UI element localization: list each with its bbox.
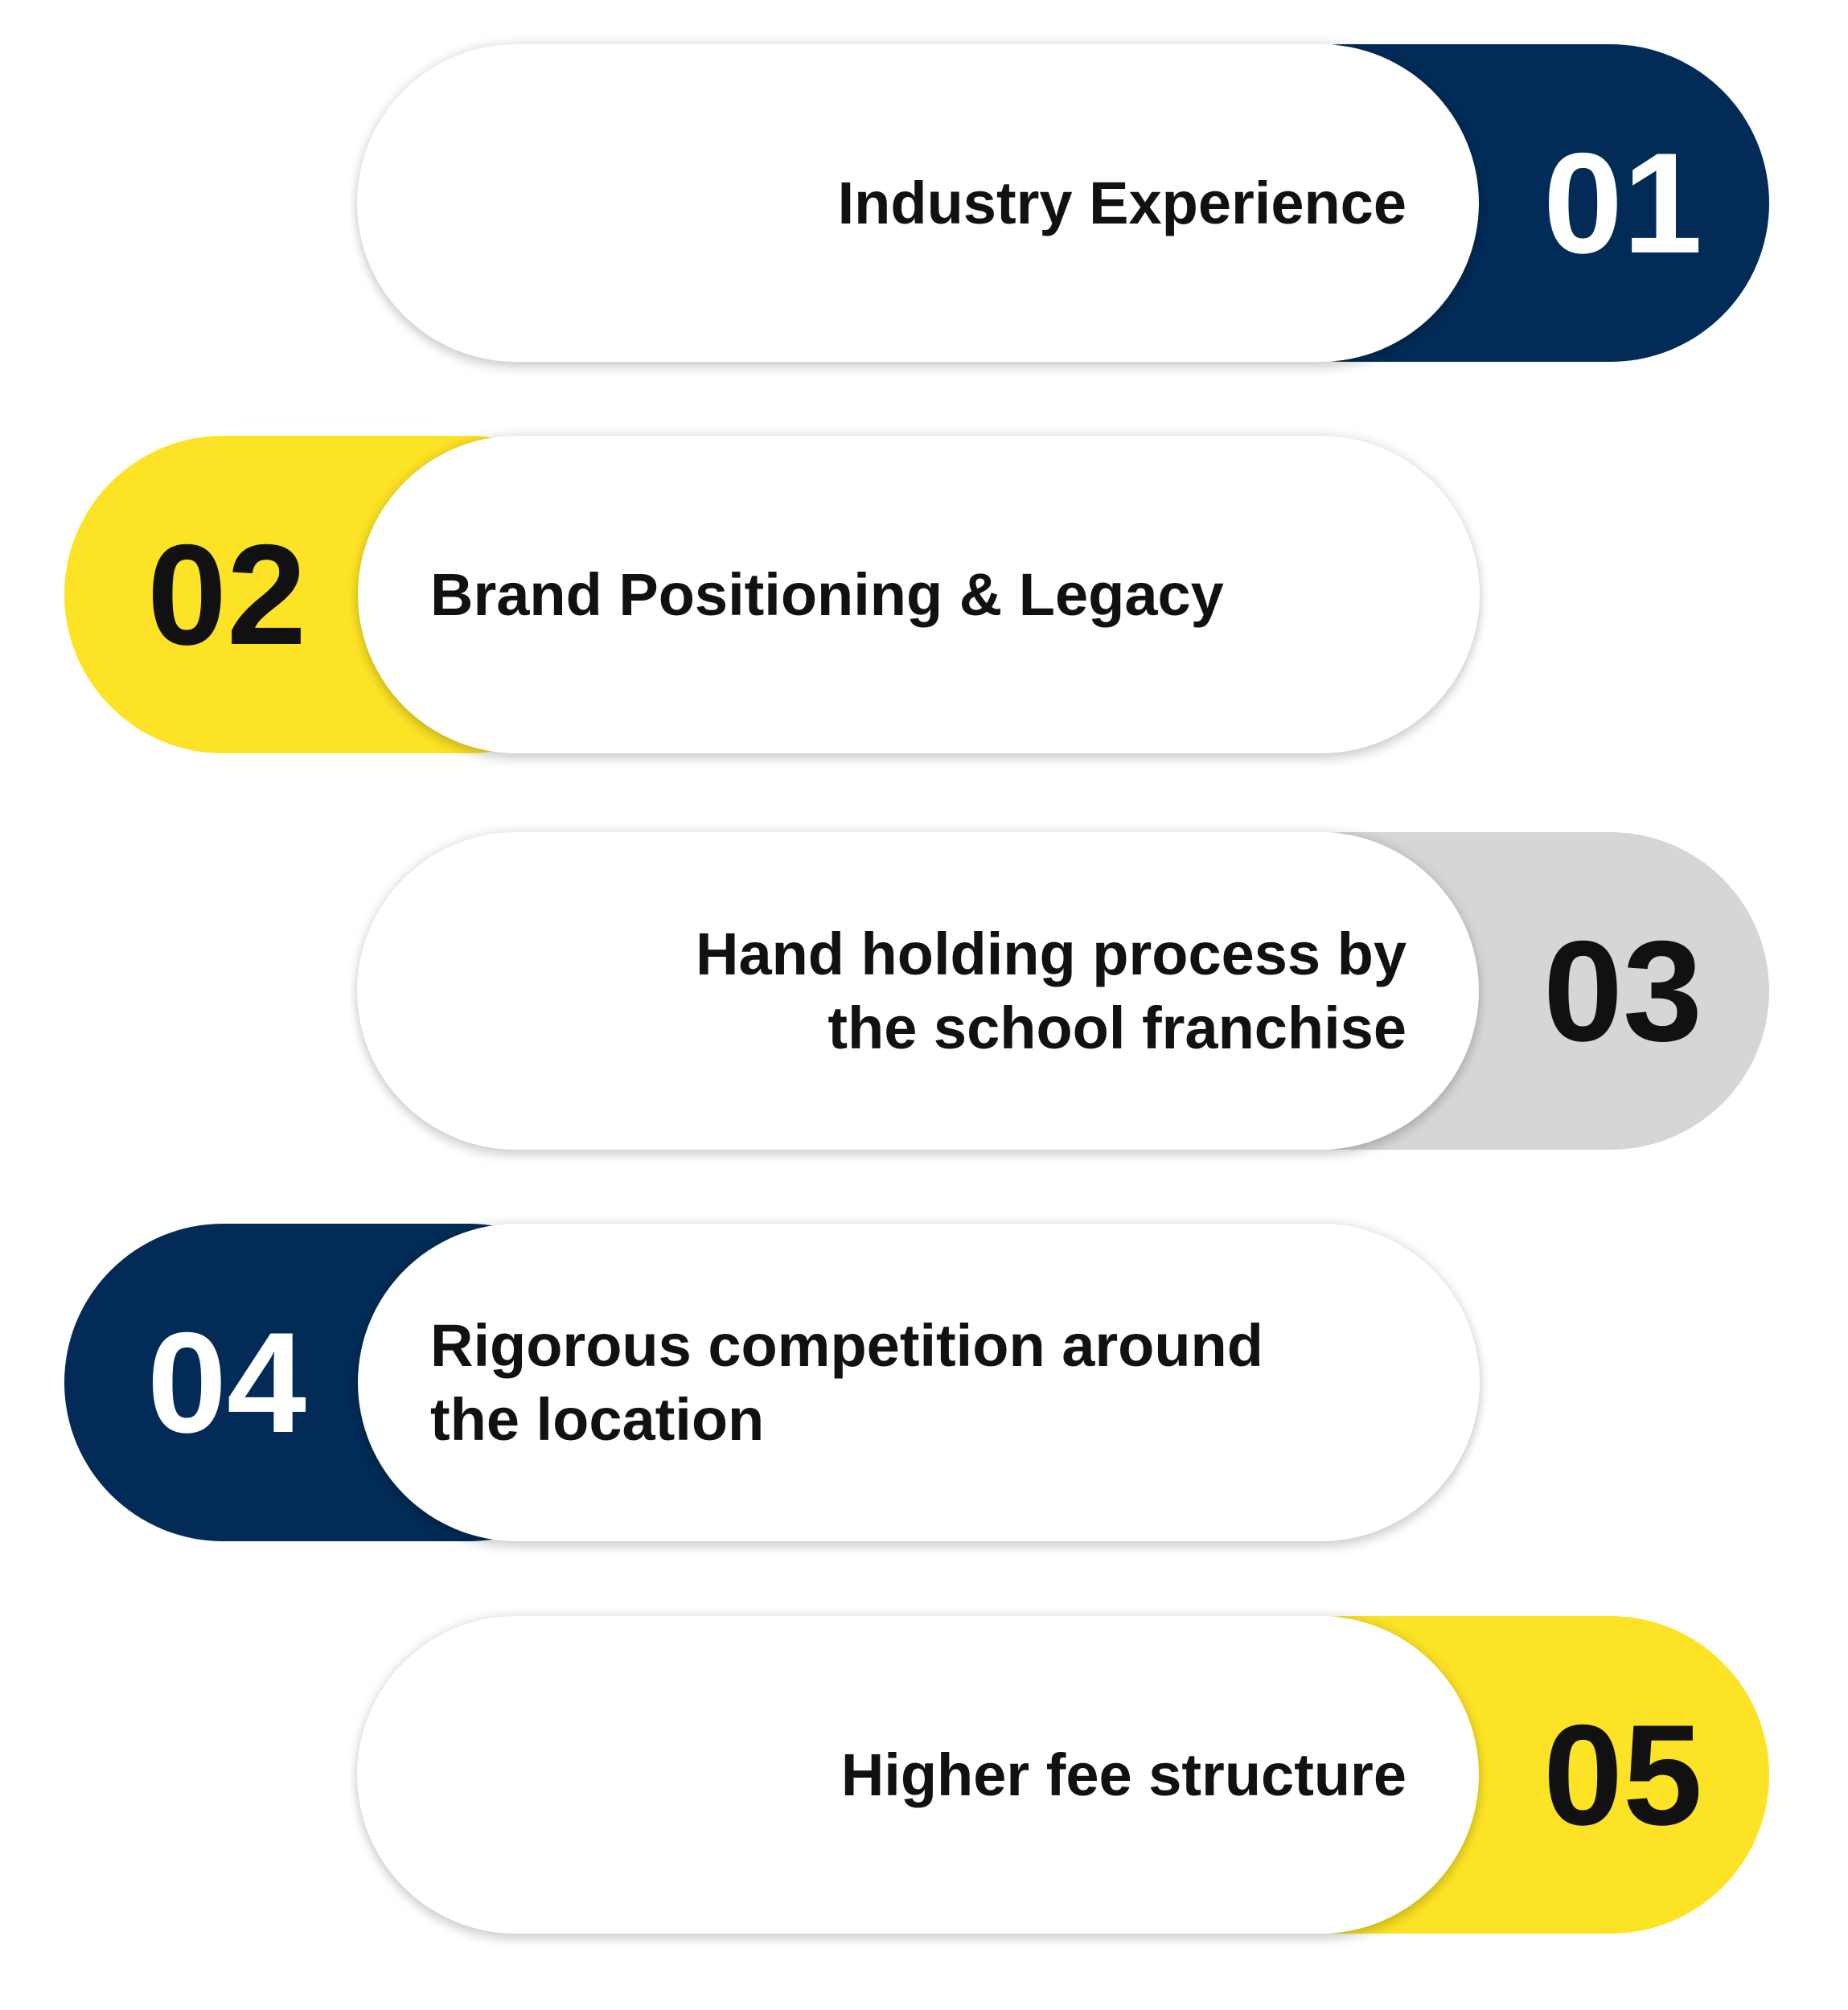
step-card-02: Brand Positioning & Legacy bbox=[358, 436, 1480, 753]
step-label-02-line-1: Brand Positioning & Legacy bbox=[430, 560, 1224, 628]
step-label-04-line-2: the location bbox=[430, 1385, 765, 1453]
step-number-03: 03 bbox=[1543, 911, 1702, 1071]
step-label-01-line-1: Industry Experience bbox=[837, 169, 1407, 236]
step-card-01: Industry Experience bbox=[357, 44, 1479, 362]
step-card-04: Rigorous competition around the location bbox=[358, 1224, 1480, 1541]
step-label-04-line-1: Rigorous competition around bbox=[430, 1311, 1263, 1379]
step-row-02: Brand Positioning & Legacy 02 bbox=[64, 436, 1480, 753]
step-card-03: Hand holding process by the school franc… bbox=[357, 832, 1479, 1150]
step-card-05: Higher fee structure bbox=[357, 1616, 1479, 1934]
step-label-05-line-1: Higher fee structure bbox=[840, 1741, 1407, 1808]
step-number-01: 01 bbox=[1543, 123, 1702, 283]
step-number-04: 04 bbox=[147, 1302, 306, 1462]
step-label-03-line-2: the school franchise bbox=[827, 994, 1407, 1061]
step-row-05: Higher fee structure 05 bbox=[357, 1616, 1769, 1934]
step-label-03-line-1: Hand holding process by bbox=[696, 920, 1407, 987]
step-number-05: 05 bbox=[1543, 1695, 1702, 1855]
step-row-04: Rigorous competition around the location… bbox=[64, 1224, 1480, 1541]
step-row-03: Hand holding process by the school franc… bbox=[357, 832, 1769, 1150]
step-number-02: 02 bbox=[147, 515, 306, 675]
step-row-01: Industry Experience 01 bbox=[357, 44, 1769, 362]
